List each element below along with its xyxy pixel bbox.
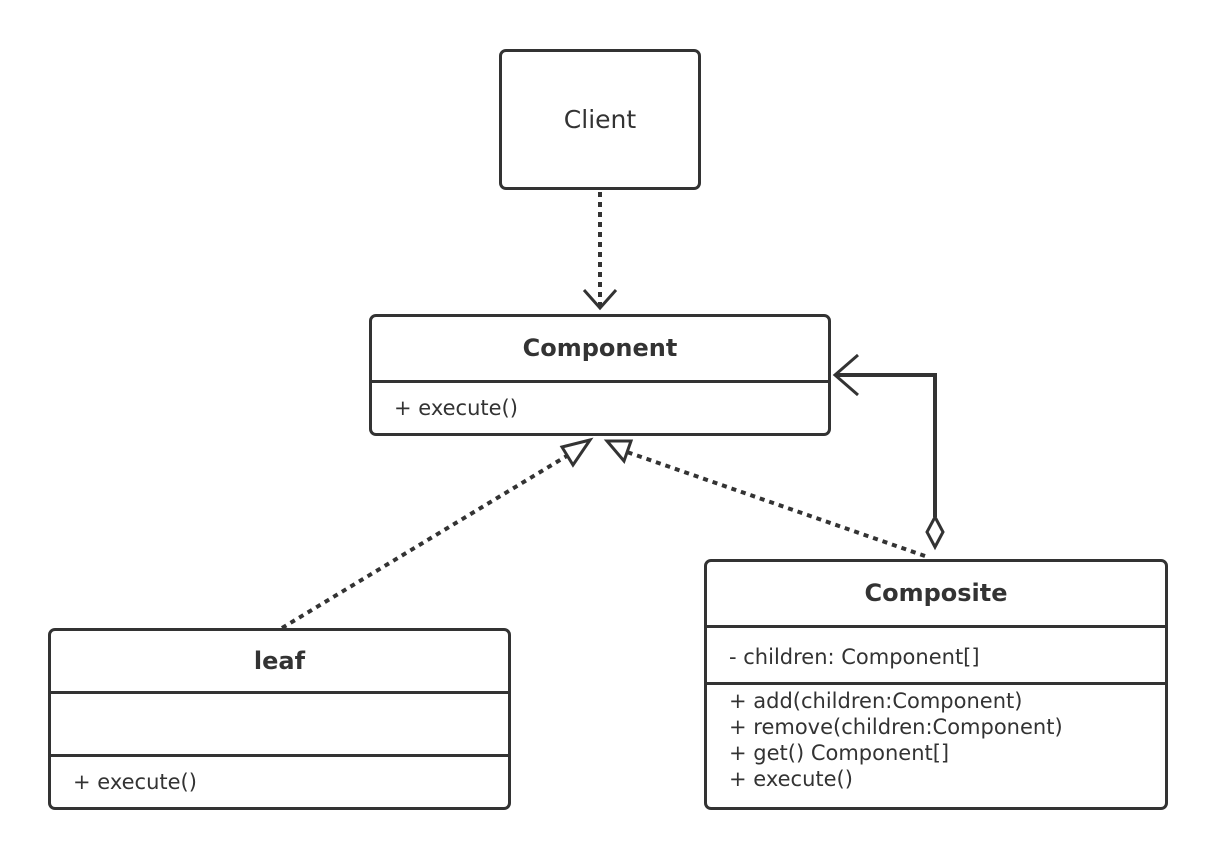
composite-realization-arrow xyxy=(603,439,926,558)
composite-operation: + add(children:Component) xyxy=(729,689,1023,713)
component-operation: + execute() xyxy=(394,396,518,420)
leaf-class-name: leaf xyxy=(253,647,306,675)
component-operations: + execute() xyxy=(372,380,828,421)
client-dependency-arrow xyxy=(582,192,618,311)
leaf-operations: + execute() xyxy=(51,754,508,795)
leaf-class[interactable]: leaf + execute() xyxy=(48,628,511,810)
composite-operation: + get() Component[] xyxy=(729,741,950,765)
client-label: Client xyxy=(563,105,637,134)
composite-attribute: - children: Component[] xyxy=(729,645,980,669)
composite-operation: + execute() xyxy=(729,767,853,791)
composite-class[interactable]: Composite - children: Component[] + add(… xyxy=(704,559,1168,810)
composite-operation: + remove(children:Component) xyxy=(729,715,1063,739)
client-class[interactable]: Client xyxy=(499,49,701,190)
component-class-name: Component xyxy=(522,334,678,362)
leaf-operation: + execute() xyxy=(73,770,197,794)
composite-attributes: - children: Component[] xyxy=(707,625,1165,682)
leaf-realization-arrow xyxy=(280,437,594,630)
composite-operations: + add(children:Component) + remove(child… xyxy=(707,682,1165,792)
component-class[interactable]: Component + execute() xyxy=(369,314,831,436)
composite-class-name: Composite xyxy=(864,579,1008,607)
leaf-attributes xyxy=(51,691,508,754)
composite-aggregation-arrow xyxy=(832,353,945,551)
